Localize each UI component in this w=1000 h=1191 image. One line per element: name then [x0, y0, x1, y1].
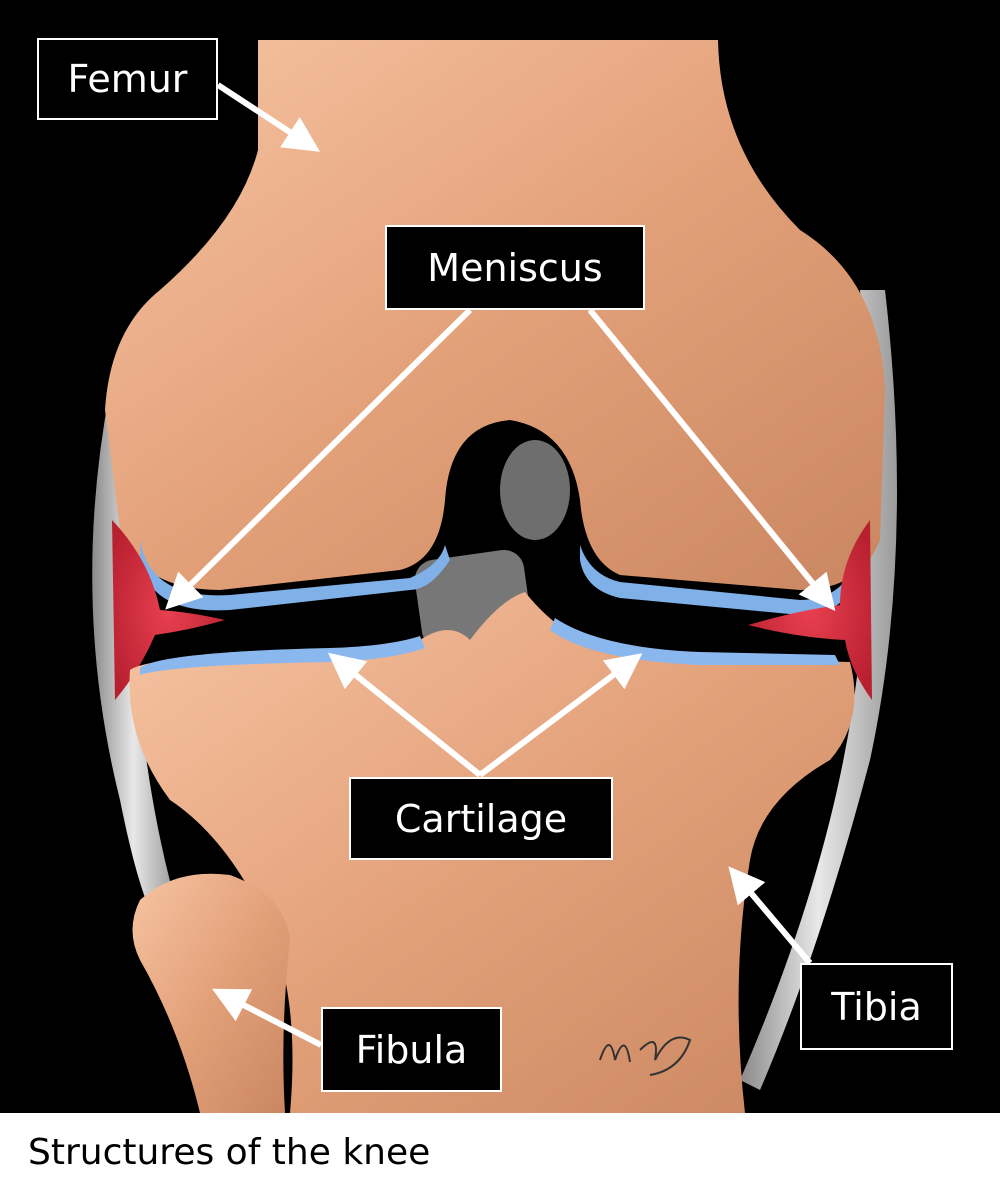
- femur-label: Femur: [37, 38, 218, 120]
- cartilage-label: Cartilage: [349, 777, 613, 860]
- knee-illustration: [0, 0, 1000, 1113]
- fibula-label: Fibula: [321, 1007, 502, 1092]
- medial-meniscus: [112, 520, 225, 700]
- femoral-cartilage: [140, 540, 450, 611]
- tibia-label: Tibia: [800, 963, 953, 1050]
- figure-caption: Structures of the knee: [28, 1132, 431, 1173]
- meniscus-label: Meniscus: [385, 225, 645, 310]
- fibula-bone: [132, 873, 290, 1113]
- signature: [599, 1036, 692, 1076]
- femur-arrow: [216, 82, 321, 152]
- cruciate-ligament: [500, 440, 570, 540]
- tibia-arrow: [728, 866, 813, 965]
- meniscus-arrow: [587, 308, 836, 611]
- fibula-arrow: [212, 988, 323, 1048]
- cartilage-arrow: [478, 653, 643, 778]
- femoral-cartilage: [580, 545, 862, 615]
- cartilage-arrow: [327, 652, 482, 778]
- tibial-cartilage: [140, 636, 425, 675]
- meniscus-arrow: [165, 307, 473, 610]
- femur-bone: [105, 40, 885, 590]
